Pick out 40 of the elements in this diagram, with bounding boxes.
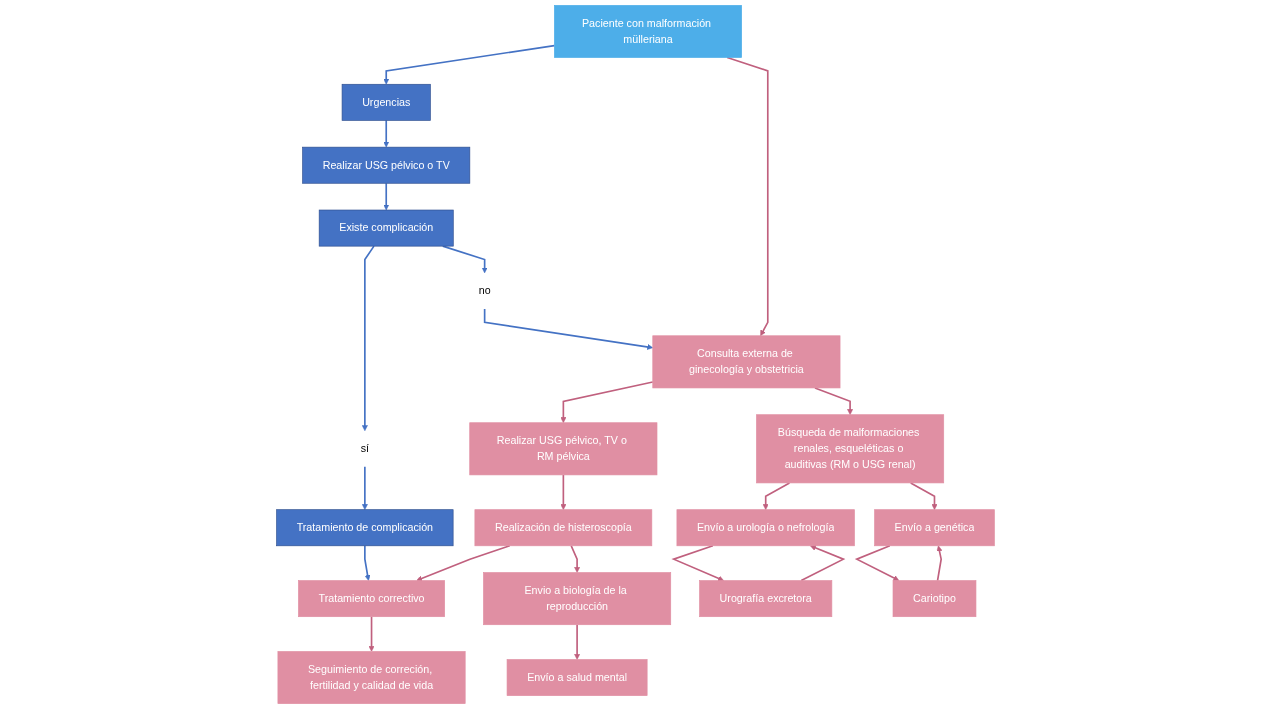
node-box: Consulta externa de ginecología y obstetricia bbox=[652, 335, 841, 389]
node-box: Envio a biología de la reproducción bbox=[483, 572, 672, 626]
node-box: Existe complicación bbox=[318, 209, 454, 247]
arrow bbox=[560, 381, 654, 423]
arrow bbox=[574, 623, 581, 660]
arrow bbox=[383, 182, 390, 211]
arrow bbox=[762, 482, 791, 510]
arrow bbox=[361, 245, 375, 431]
arrow bbox=[560, 474, 567, 510]
arrow bbox=[383, 119, 390, 148]
node-box: Tratamiento correctivo bbox=[298, 580, 445, 618]
arrow bbox=[483, 308, 654, 350]
node-box: Envío a urología o nefrología bbox=[676, 509, 855, 547]
node-box: Urgencias bbox=[341, 83, 431, 121]
arrow bbox=[814, 387, 854, 415]
node-box: Realizar USG pélvico o TV bbox=[302, 146, 471, 184]
node-box: Urografía excretora bbox=[699, 580, 833, 618]
arrow bbox=[909, 482, 938, 510]
arrow bbox=[854, 544, 900, 581]
node-text: sí bbox=[360, 442, 370, 455]
node-box: Realización de histeroscopía bbox=[474, 509, 653, 547]
arrow bbox=[800, 545, 846, 582]
arrow bbox=[361, 466, 368, 510]
arrow bbox=[726, 56, 769, 337]
node-text: no bbox=[478, 284, 491, 297]
arrow bbox=[416, 544, 511, 582]
arrow bbox=[368, 615, 375, 652]
node-box: Seguimiento de correción, fertilidad y calidad de vida bbox=[277, 651, 466, 704]
node-box: Cariotipo bbox=[892, 580, 977, 618]
arrow bbox=[570, 544, 581, 573]
arrow bbox=[364, 544, 371, 581]
node-box: Realizar USG pélvico, TV o RM pélvica bbox=[469, 422, 658, 476]
node-box: Búsqueda de malformaciones renales, esqueléticas o auditivas (RM o USG renal) bbox=[756, 414, 945, 484]
arrow bbox=[383, 44, 556, 85]
node-box: Envío a salud mental bbox=[506, 659, 648, 696]
arrow bbox=[936, 545, 943, 582]
node-box: Paciente con malformación mülleriana bbox=[554, 5, 742, 58]
arrow bbox=[671, 544, 724, 582]
node-box: Tratamiento de complicación bbox=[276, 509, 454, 547]
node-box: Envío a genética bbox=[874, 509, 995, 547]
